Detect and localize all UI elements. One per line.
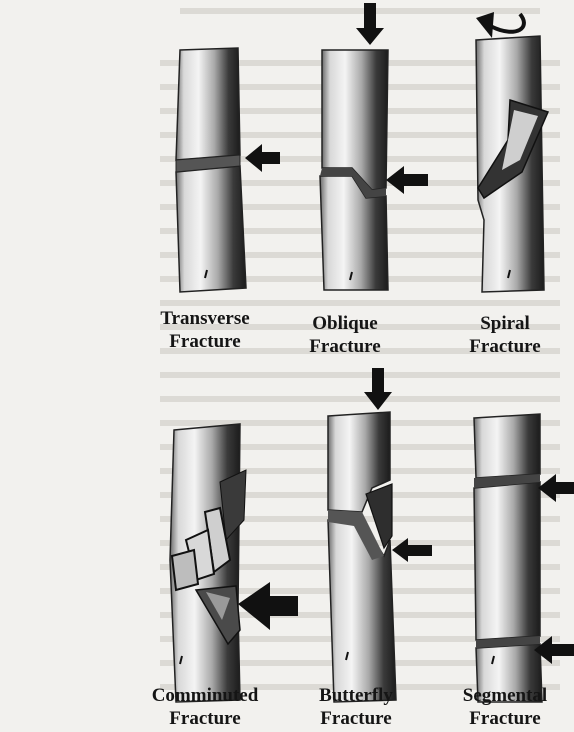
caption-spiral-line2: Fracture: [450, 335, 560, 358]
caption-spiral-line1: Spiral: [450, 312, 560, 335]
transverse-arrow: [245, 144, 280, 172]
caption-butterfly-line1: Butterfly: [296, 684, 416, 707]
caption-transverse-line2: Fracture: [140, 330, 270, 353]
butterfly-arrow-top: [364, 368, 392, 410]
oblique-arrow-top: [356, 3, 384, 45]
caption-segmental-line2: Fracture: [442, 707, 568, 730]
caption-comminuted-line2: Fracture: [130, 707, 280, 730]
segmental-bone: [474, 414, 542, 702]
spiral-bone: [476, 36, 548, 292]
segmental-arrow-upper: [538, 474, 574, 502]
comminuted-bone: [170, 424, 246, 702]
caption-oblique: Oblique Fracture: [290, 312, 400, 358]
comminuted-arrow: [238, 582, 298, 630]
caption-butterfly: Butterfly Fracture: [296, 684, 416, 730]
caption-spiral: Spiral Fracture: [450, 312, 560, 358]
caption-comminuted-line1: Comminuted: [130, 684, 280, 707]
caption-transverse-line1: Transverse: [140, 307, 270, 330]
butterfly-bone: [328, 412, 396, 702]
transverse-bone: [176, 48, 246, 292]
caption-comminuted: Comminuted Fracture: [130, 684, 280, 730]
butterfly-arrow-side: [392, 538, 432, 562]
spiral-arrow: [476, 12, 524, 38]
oblique-arrow-side: [386, 166, 428, 194]
caption-butterfly-line2: Fracture: [296, 707, 416, 730]
caption-segmental-line1: Segmental: [442, 684, 568, 707]
caption-oblique-line2: Fracture: [290, 335, 400, 358]
caption-transverse: Transverse Fracture: [140, 307, 270, 353]
caption-oblique-line1: Oblique: [290, 312, 400, 335]
caption-segmental: Segmental Fracture: [442, 684, 568, 730]
oblique-bone: [320, 50, 388, 290]
